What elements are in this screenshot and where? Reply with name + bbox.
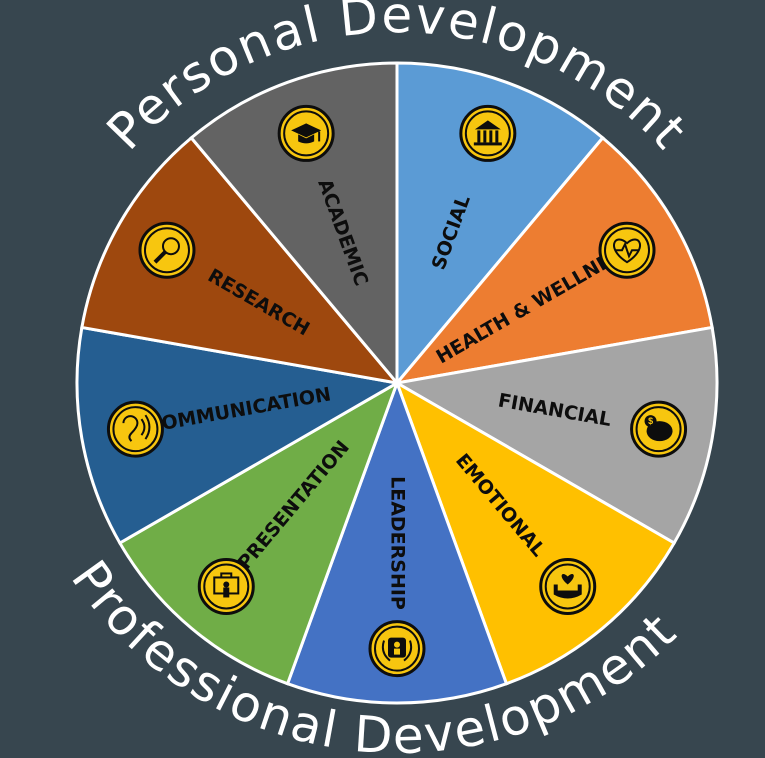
bank-icon [459, 104, 517, 162]
segment-emotional [394, 379, 677, 686]
segment-label-leadership: LEADERSHIP [387, 476, 409, 610]
segment-academic [189, 61, 399, 388]
svg-text:$: $ [648, 416, 653, 426]
magnifier-icon [138, 221, 196, 279]
graduation-cap-icon [277, 104, 335, 162]
segment-communication [75, 325, 402, 546]
segment-financial [392, 325, 719, 546]
segment-presentation [117, 379, 400, 686]
presenter-icon [197, 557, 255, 615]
piggy-bank-icon: $ [630, 400, 688, 458]
ear-icon [106, 400, 164, 458]
segment-icons: $ [106, 104, 688, 678]
segment-leadership [285, 378, 509, 705]
wheel-segments [75, 61, 719, 705]
hand-heart-icon [539, 557, 597, 615]
segment-social [395, 61, 605, 388]
segment-research [80, 135, 401, 386]
heart-pulse-icon [598, 221, 656, 279]
leader-badge-icon [368, 620, 426, 678]
segment-health-and-wellness [393, 135, 714, 386]
